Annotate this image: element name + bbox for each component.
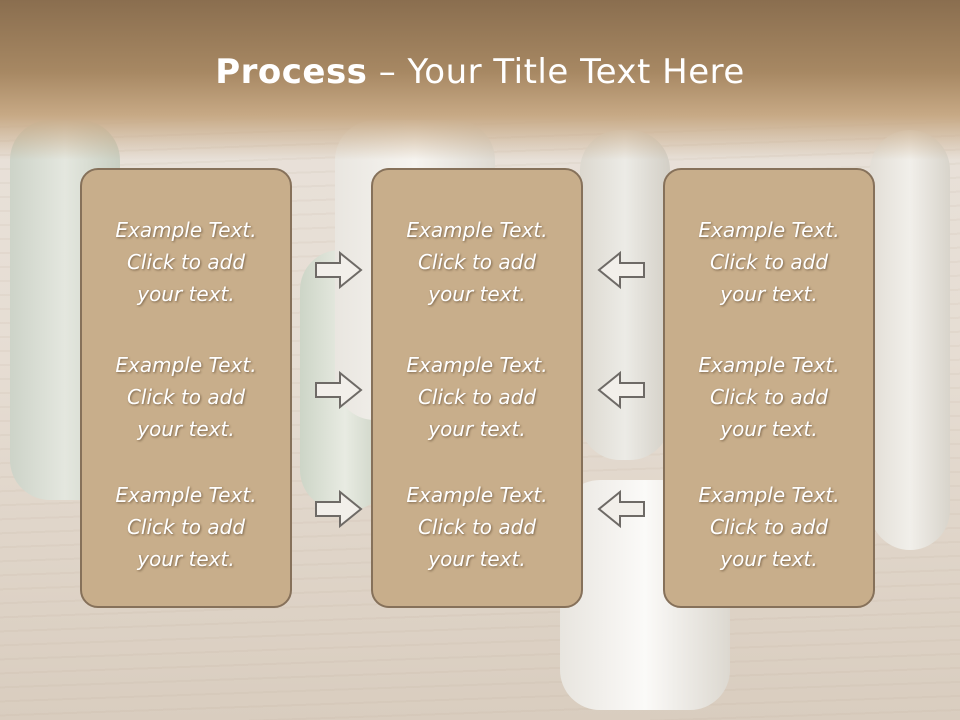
text-line: Example Text. [698, 483, 840, 507]
text-line: Click to add [126, 515, 246, 539]
title-text: – Your Title Text Here [367, 52, 745, 92]
text-line: your text. [137, 547, 235, 571]
right-arrow-icon [315, 489, 363, 529]
text-line: Click to add [126, 250, 246, 274]
panel-text-block[interactable]: Example Text. Click to add your text. [373, 214, 581, 310]
process-panel-right[interactable]: Example Text. Click to add your text. Ex… [663, 168, 875, 608]
text-line: Example Text. [406, 218, 548, 242]
panel-text-block[interactable]: Example Text. Click to add your text. [665, 349, 873, 445]
text-line: your text. [720, 547, 818, 571]
text-line: your text. [720, 282, 818, 306]
left-arrow-icon [597, 250, 645, 290]
text-line: your text. [428, 417, 526, 441]
panel-text-block[interactable]: Example Text. Click to add your text. [82, 479, 290, 575]
slide-title[interactable]: Process – Your Title Text Here [0, 52, 960, 92]
wallpaper-roll [870, 130, 950, 550]
text-line: Click to add [709, 385, 829, 409]
process-panel-left[interactable]: Example Text. Click to add your text. Ex… [80, 168, 292, 608]
panel-text-block[interactable]: Example Text. Click to add your text. [373, 349, 581, 445]
text-line: Example Text. [698, 353, 840, 377]
text-line: Example Text. [115, 218, 257, 242]
text-line: your text. [137, 417, 235, 441]
left-arrow-icon [597, 489, 645, 529]
text-line: Click to add [417, 515, 537, 539]
right-arrow-icon [315, 250, 363, 290]
wallpaper-roll [580, 130, 670, 460]
text-line: Click to add [417, 385, 537, 409]
text-line: Click to add [126, 385, 246, 409]
text-line: Example Text. [406, 483, 548, 507]
text-line: Example Text. [406, 353, 548, 377]
panel-text-block[interactable]: Example Text. Click to add your text. [665, 479, 873, 575]
text-line: your text. [428, 282, 526, 306]
panel-text-block[interactable]: Example Text. Click to add your text. [82, 214, 290, 310]
left-arrow-icon [597, 370, 645, 410]
title-banner [0, 0, 960, 160]
text-line: Click to add [709, 250, 829, 274]
right-arrow-icon [315, 370, 363, 410]
text-line: Example Text. [115, 483, 257, 507]
panel-text-block[interactable]: Example Text. Click to add your text. [665, 214, 873, 310]
panel-text-block[interactable]: Example Text. Click to add your text. [373, 479, 581, 575]
text-line: Click to add [709, 515, 829, 539]
text-line: Example Text. [698, 218, 840, 242]
text-line: your text. [720, 417, 818, 441]
text-line: Example Text. [115, 353, 257, 377]
process-panel-center[interactable]: Example Text. Click to add your text. Ex… [371, 168, 583, 608]
text-line: your text. [428, 547, 526, 571]
text-line: your text. [137, 282, 235, 306]
text-line: Click to add [417, 250, 537, 274]
title-bold: Process [215, 52, 368, 92]
panel-text-block[interactable]: Example Text. Click to add your text. [82, 349, 290, 445]
